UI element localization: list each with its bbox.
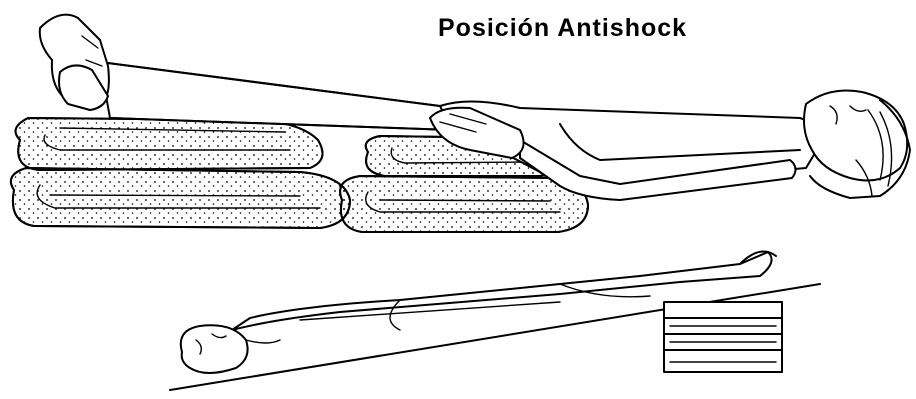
bottom-patient-figure xyxy=(170,252,820,391)
block-stack xyxy=(664,302,782,372)
lying-head xyxy=(181,325,248,373)
head xyxy=(804,91,910,199)
top-patient-figure xyxy=(11,15,910,232)
raised-legs xyxy=(40,15,454,130)
blanket-stack-legs xyxy=(11,118,350,228)
figure-title: Posición Antishock xyxy=(438,14,687,43)
